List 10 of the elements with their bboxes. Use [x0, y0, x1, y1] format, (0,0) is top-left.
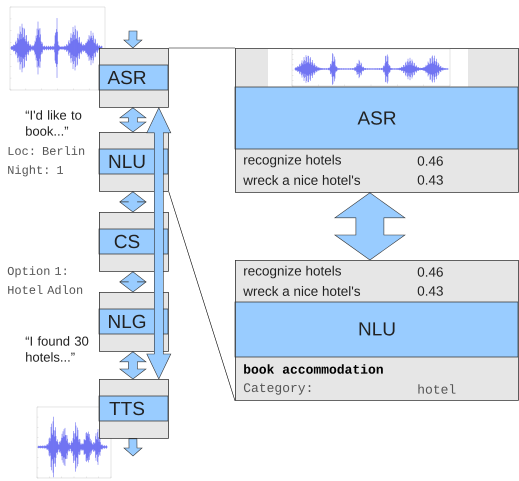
block-arrow — [123, 30, 143, 48]
module-panel: recognize hotels 0.46 wreck a nice hotel's 0.43 NLU book accommodation Category: hotel — [234, 260, 519, 401]
module-box: ASR — [98, 48, 169, 108]
data-note: Loc: Berlin Night: 1 — [8, 146, 84, 176]
speech-quote: “I found 30 hotels...” — [26, 336, 88, 362]
block-arrow — [123, 438, 143, 456]
module-box: TTS — [98, 379, 169, 439]
zoom-line — [168, 192, 236, 402]
speech-quote: “I'd like to book...” — [26, 110, 82, 136]
data-note: Option 1: Hotel Adlon — [8, 266, 82, 294]
